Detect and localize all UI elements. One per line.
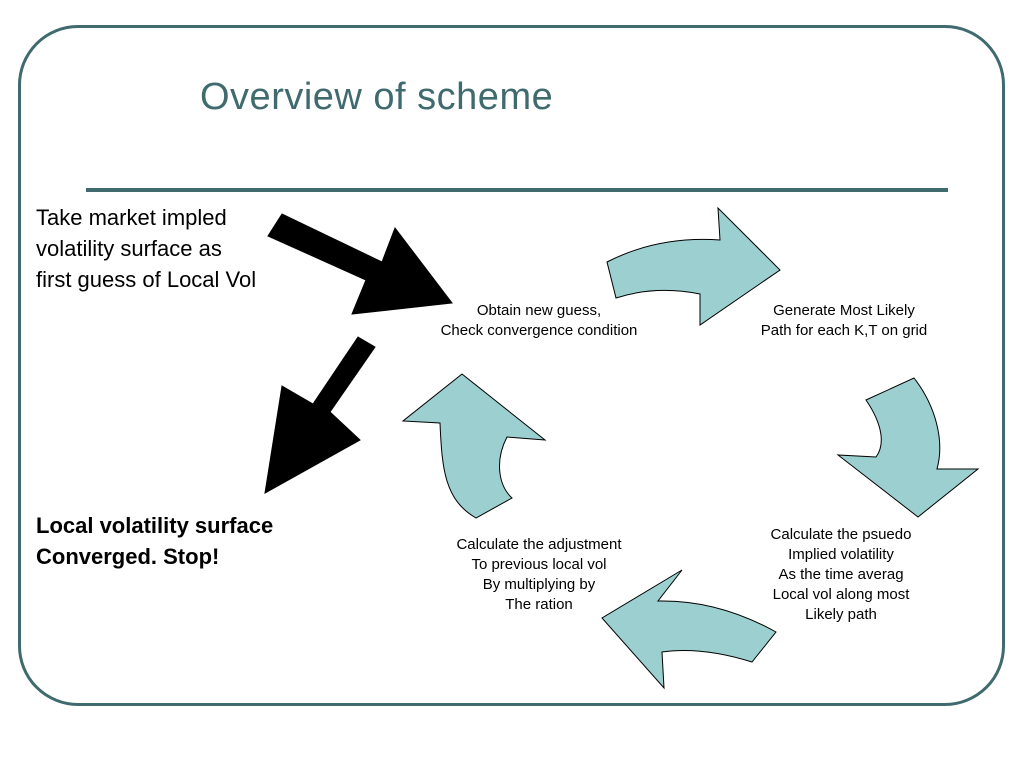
step-adjust: Calculate the adjustment To previous loc…: [456, 536, 622, 613]
title-divider: [86, 188, 948, 192]
stop-arrow: [264, 336, 376, 494]
slide-title: Overview of scheme: [200, 76, 554, 118]
cycle-arrow-top: [606, 206, 781, 326]
step-generate: Generate Most Likely Path for each K,T o…: [760, 302, 928, 339]
cycle-arrow-bottom: [601, 569, 777, 690]
start-note: Take market impled volatility surface as…: [36, 205, 257, 292]
start-arrow: [267, 213, 453, 315]
step-obtain: Obtain new guess, Check convergence cond…: [440, 302, 638, 339]
cycle-arrow-right: [836, 377, 980, 518]
cycle-arrow-left: [401, 373, 547, 519]
stop-note: Local volatility surface Converged. Stop…: [36, 513, 274, 569]
slide-frame: [18, 25, 1005, 706]
step-pseudo: Calculate the psuedo Implied volatility …: [770, 526, 912, 623]
